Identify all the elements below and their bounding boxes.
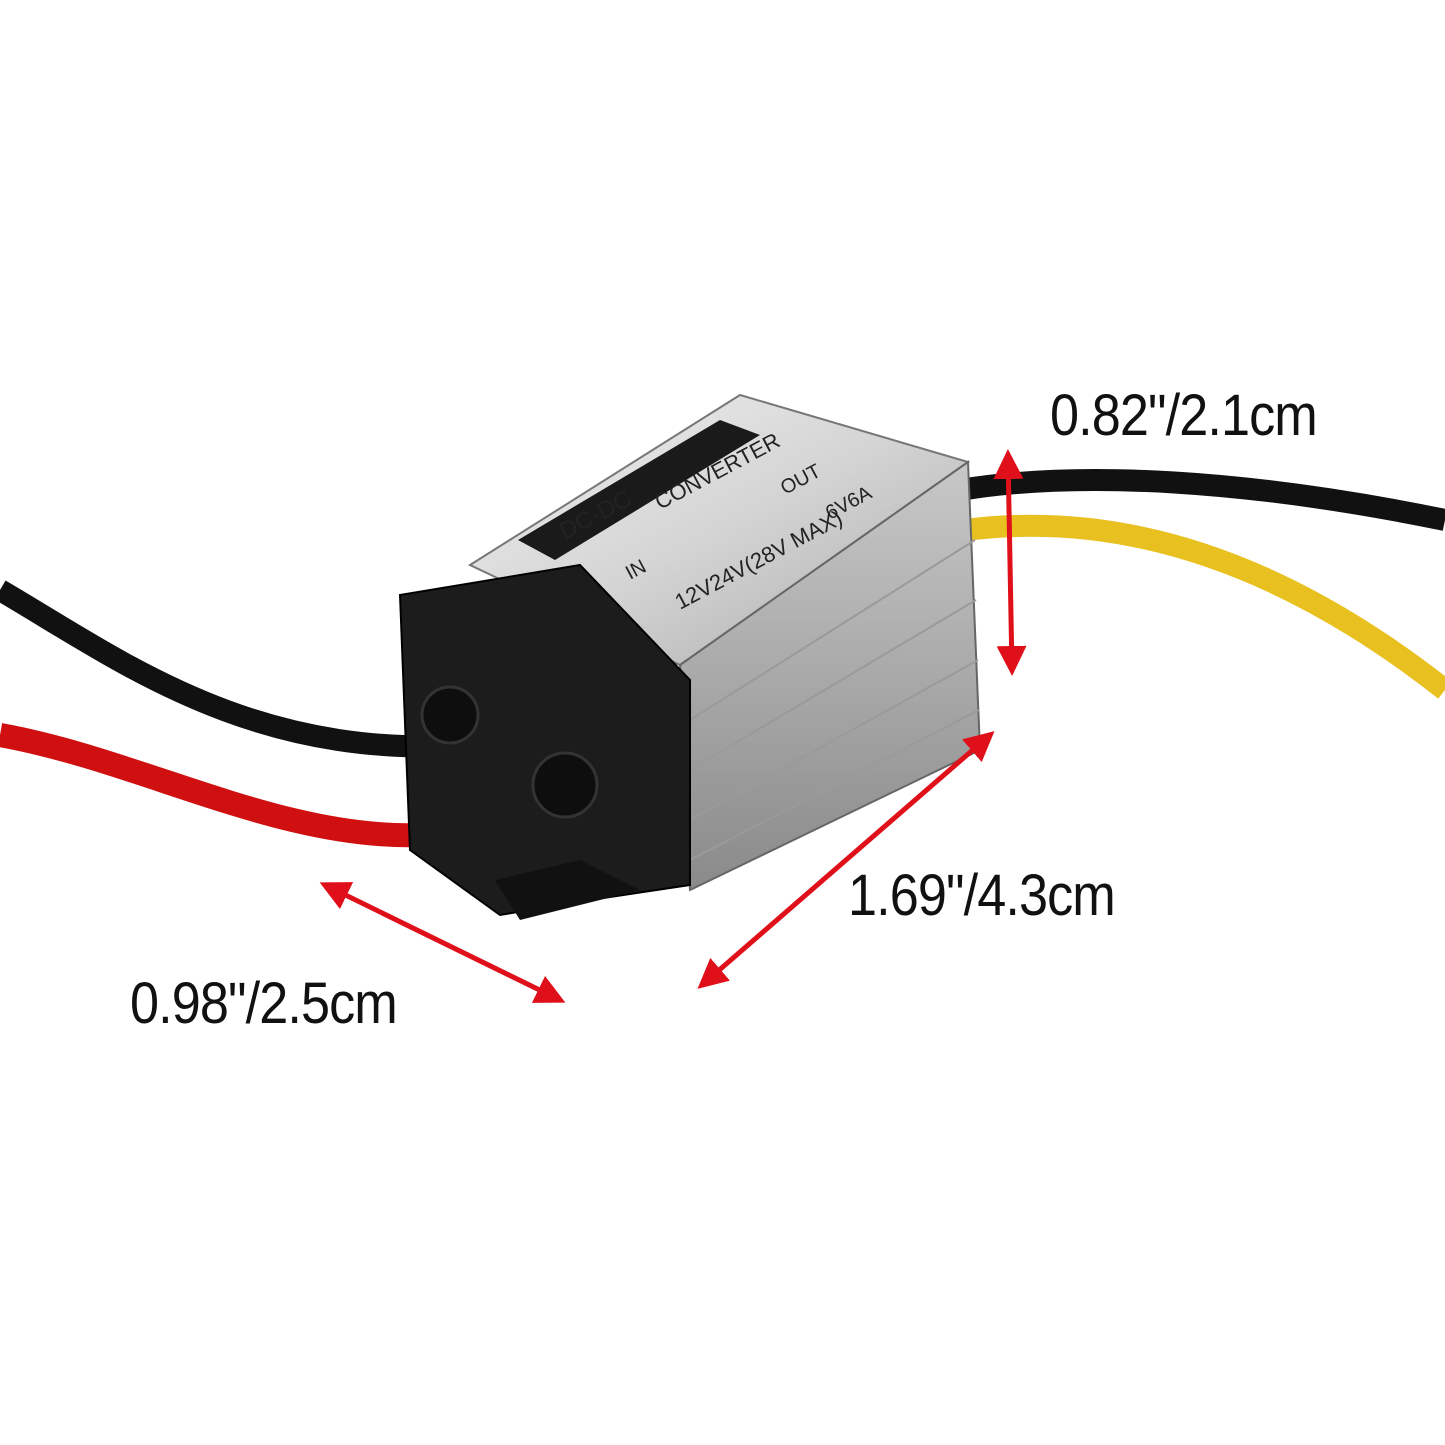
height-dimension-label: 0.82"/2.1cm — [1050, 383, 1318, 448]
grommet-positive — [531, 751, 599, 819]
grommet-negative — [420, 685, 480, 745]
height-arrow — [993, 449, 1027, 676]
output-wires — [958, 469, 1445, 699]
converter-body: DC-DC CONVERTER IN OUT 12V24V(28V MAX) 6… — [398, 393, 982, 920]
label-panel — [518, 420, 760, 560]
length-arrow — [697, 731, 995, 989]
width-arrow — [319, 882, 566, 1003]
width-dimension-label: 0.98"/2.5cm — [130, 971, 398, 1036]
length-dimension-label: 1.69"/4.3cm — [848, 863, 1116, 928]
dimension-arrows — [319, 449, 1027, 1003]
end-cap — [398, 563, 691, 917]
